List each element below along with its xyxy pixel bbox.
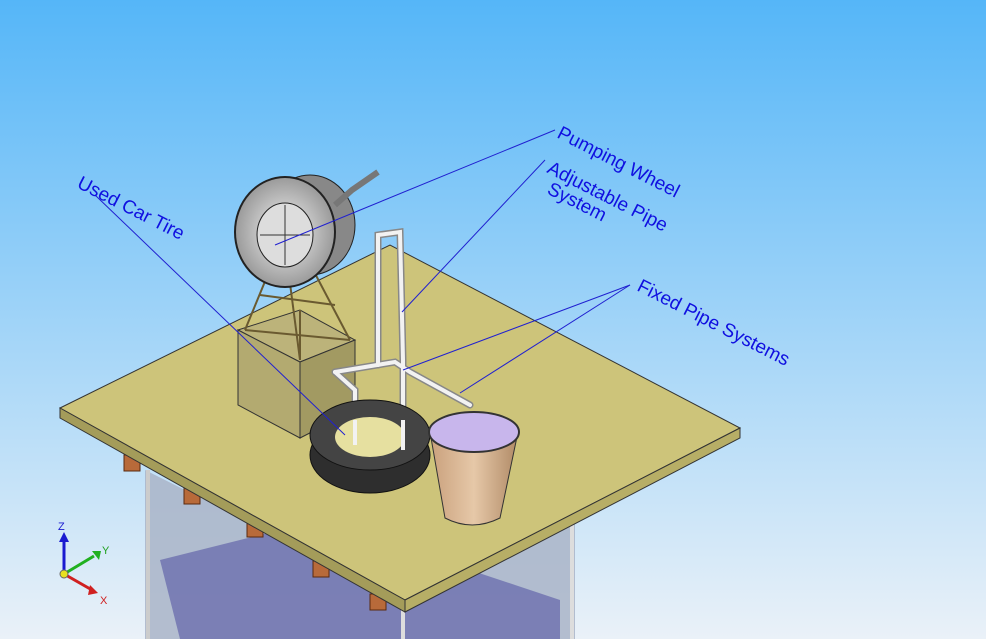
pumping-wheel <box>234 169 380 288</box>
axis-triad[interactable]: Z Y X <box>58 521 110 607</box>
bucket <box>428 411 520 526</box>
leader-lines <box>94 129 631 436</box>
axis-x-label: X <box>100 595 108 607</box>
axis-y-label: Y <box>102 545 110 557</box>
axis-z-label: Z <box>58 521 65 533</box>
used-car-tire <box>309 399 431 494</box>
